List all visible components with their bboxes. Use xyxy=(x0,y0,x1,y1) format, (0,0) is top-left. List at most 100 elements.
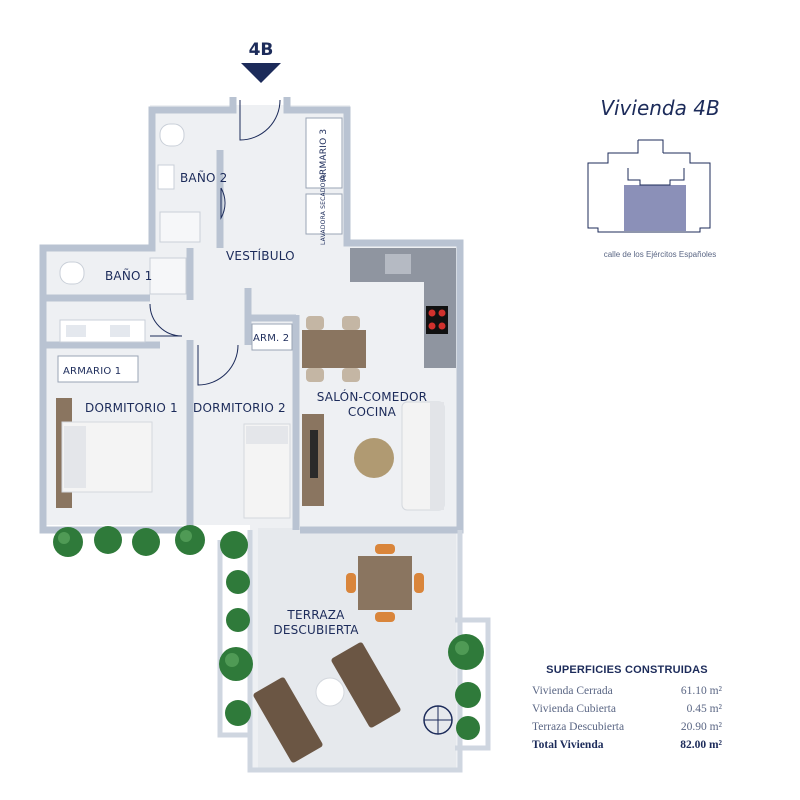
terrace-chair-s xyxy=(375,612,395,622)
key-outline-right xyxy=(663,152,711,233)
room-label-vestibulo: VESTÍBULO xyxy=(226,249,295,263)
terrace-chair-n xyxy=(375,544,395,554)
terrace-furniture xyxy=(253,544,453,763)
bano2-door xyxy=(220,187,226,220)
toilet-bano1 xyxy=(59,261,85,285)
plant-highlight-4 xyxy=(455,641,469,655)
key-plan xyxy=(587,139,711,233)
key-outline-left xyxy=(587,140,639,233)
chair-2 xyxy=(342,316,360,330)
terrace-chair-e xyxy=(414,573,424,593)
burner-a xyxy=(428,309,436,317)
area-value: 20.90 m² xyxy=(680,721,722,733)
area-label: Terraza Descubierta xyxy=(532,721,625,733)
plant-highlight-1 xyxy=(58,532,70,544)
plant-11 xyxy=(455,682,481,708)
unit-title: Vivienda 4B xyxy=(600,96,720,120)
room-label-bano1: BAÑO 1 xyxy=(105,269,153,283)
plant-highlights xyxy=(58,530,469,667)
plant-6 xyxy=(226,570,250,594)
room-label-arm2: ARM. 2 xyxy=(253,333,290,344)
room-label-dormitorio1: DORMITORIO 1 xyxy=(85,401,178,415)
sink-bano2 xyxy=(157,164,175,190)
room-label-dormitorio2: DORMITORIO 2 xyxy=(193,401,286,415)
dorm2-door xyxy=(197,344,239,386)
area-value: 61.10 m² xyxy=(680,685,722,697)
burner-c xyxy=(428,322,436,330)
plant-7 xyxy=(226,608,250,632)
terrace-table xyxy=(358,556,412,610)
dining-table xyxy=(302,330,366,368)
room-label-lavadora: LAVADORA SECADORA xyxy=(320,174,327,245)
entry-door xyxy=(239,99,281,141)
wall-outer-north xyxy=(39,97,237,534)
toilet-bano2 xyxy=(159,123,185,147)
area-row: Vivienda Cerrada 61.10 m² xyxy=(532,682,722,700)
burner-d xyxy=(438,322,446,330)
room-label-cocina: COCINA xyxy=(347,405,397,419)
plant-5 xyxy=(220,531,248,559)
planter-west xyxy=(217,540,250,738)
basin-a xyxy=(66,325,86,337)
bano2-fixtures xyxy=(157,123,201,243)
bano1-door xyxy=(149,303,183,337)
closet-lavadora xyxy=(305,193,343,235)
plant-highlight-3 xyxy=(225,653,239,667)
area-value: 0.45 m² xyxy=(686,703,722,715)
lounger-2 xyxy=(331,642,401,728)
area-row: Terraza Descubierta 20.90 m² xyxy=(532,718,722,736)
key-outline-top xyxy=(638,139,664,153)
bano1-fixtures xyxy=(59,257,187,343)
side-table xyxy=(315,677,345,707)
pillows-1 xyxy=(64,426,86,488)
rug xyxy=(354,438,394,478)
area-total-value: 82.00 m² xyxy=(680,739,722,751)
unit-entry-marker: 4B xyxy=(238,40,284,83)
entry-arrow-icon xyxy=(241,63,281,83)
pillow-2 xyxy=(246,426,288,444)
key-inner xyxy=(627,168,685,186)
area-label: Vivienda Cerrada xyxy=(532,685,613,697)
chair-3 xyxy=(306,368,324,382)
closet-armario1 xyxy=(57,355,139,383)
room-label-armario1: ARMARIO 1 xyxy=(63,366,122,377)
areas-table: SUPERFICIES CONSTRUIDAS Vivienda Cerrada… xyxy=(532,664,722,754)
basin-b xyxy=(110,325,130,337)
areas-title: SUPERFICIES CONSTRUIDAS xyxy=(546,664,708,676)
street-name: calle de los Ejércitos Españoles xyxy=(603,250,717,259)
terrace-chair-w xyxy=(346,573,356,593)
beds xyxy=(56,398,291,519)
area-label: Vivienda Cubierta xyxy=(532,703,616,715)
plant-9 xyxy=(225,700,251,726)
closet-arm2 xyxy=(251,323,293,351)
kitchen-sink xyxy=(385,254,411,274)
chair-1 xyxy=(306,316,324,330)
lounger-1 xyxy=(253,677,323,763)
planter-east xyxy=(455,617,491,751)
living-set xyxy=(302,401,445,511)
plant-3 xyxy=(132,528,160,556)
room-label-terraza: TERRAZA xyxy=(287,608,345,622)
shower-bano2 xyxy=(159,211,201,243)
plant-highlight-2 xyxy=(180,530,192,542)
area-total-label: Total Vivienda xyxy=(532,739,604,751)
area-row: Vivienda Cubierta 0.45 m² xyxy=(532,700,722,718)
plant-2 xyxy=(94,526,122,554)
dining-set xyxy=(302,316,366,382)
chair-4 xyxy=(342,368,360,382)
room-label-descubierta: DESCUBIERTA xyxy=(273,623,359,637)
unit-code: 4B xyxy=(248,40,274,60)
tv xyxy=(310,430,318,478)
burner-b xyxy=(438,309,446,317)
plant-12 xyxy=(456,716,480,740)
closets xyxy=(57,117,343,383)
key-unit-4b xyxy=(624,185,686,231)
area-row-total: Total Vivienda 82.00 m² xyxy=(532,736,722,754)
closet-armario3 xyxy=(305,117,343,189)
room-label-bano2: BAÑO 2 xyxy=(180,171,228,185)
shower-bano1 xyxy=(149,257,187,295)
kitchen xyxy=(350,248,456,368)
cooktop xyxy=(426,306,448,334)
sofa-back xyxy=(430,402,444,510)
